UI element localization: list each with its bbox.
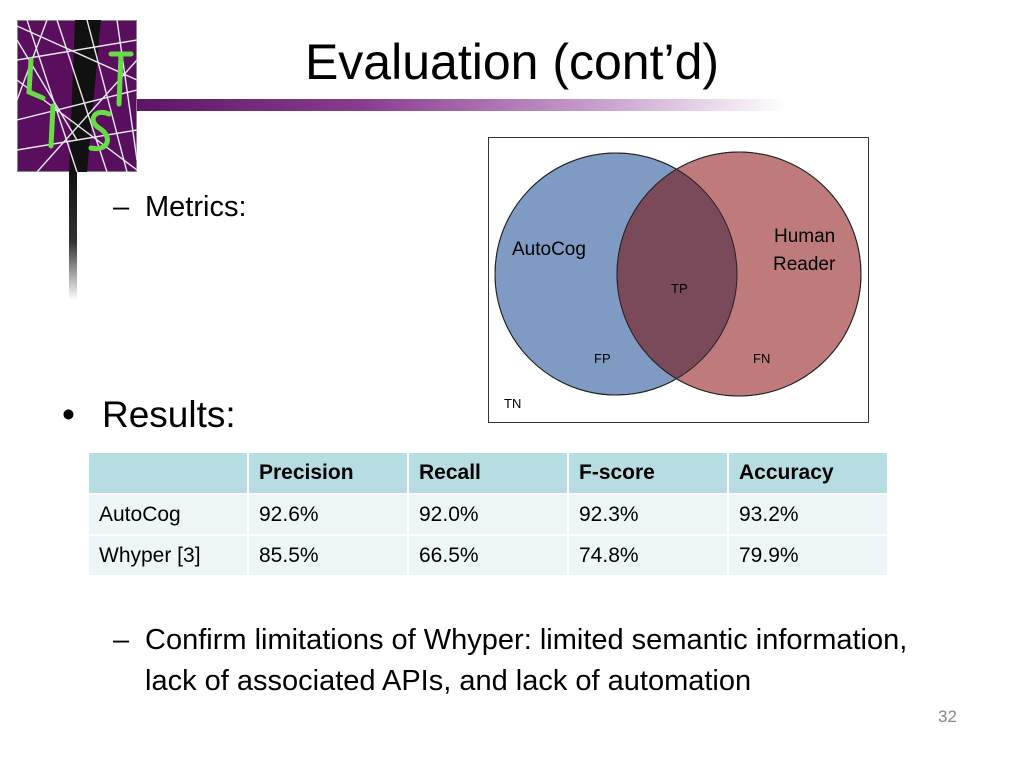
table-cell: 92.6%	[247, 493, 409, 536]
table-cell: 74.8%	[567, 534, 729, 577]
conclusion-text: Confirm limitations of Whyper: limited s…	[145, 624, 908, 697]
dash-marker: –	[113, 624, 130, 656]
conclusion-bullet: – Confirm limitations of Whyper: limited…	[113, 620, 913, 702]
reader-label: Reader	[773, 254, 836, 275]
header-cell: Recall	[407, 451, 569, 495]
tp-label: TP	[671, 281, 688, 296]
table-cell: 93.2%	[727, 493, 889, 536]
dash-marker: –	[113, 191, 130, 223]
table-cell: AutoCog	[87, 493, 249, 536]
logo-graphic	[16, 19, 138, 173]
table-cell: 85.5%	[247, 534, 409, 577]
bullet-marker: •	[62, 394, 75, 435]
venn-graphic	[494, 151, 862, 397]
table-cell: 79.9%	[727, 534, 889, 577]
results-label: Results:	[102, 394, 236, 435]
table-row: AutoCog 92.6% 92.0% 92.3% 93.2%	[87, 493, 889, 536]
table-cell: Whyper [3]	[87, 534, 249, 577]
metrics-bullet: – Metrics:	[113, 186, 247, 228]
header-cell	[87, 451, 249, 495]
human-label: Human	[774, 226, 836, 247]
table-cell: 92.3%	[567, 493, 729, 536]
table-header-row: Precision Recall F-score Accuracy	[87, 451, 889, 495]
table-cell: 66.5%	[407, 534, 569, 577]
autocog-label: AutoCog	[512, 239, 586, 260]
header-cell: F-score	[567, 451, 729, 495]
table-cell: 92.0%	[407, 493, 569, 536]
logo-divider-line	[69, 172, 77, 300]
metrics-label: Metrics:	[145, 191, 247, 223]
header-cell: Accuracy	[727, 451, 889, 495]
table-row: Whyper [3] 85.5% 66.5% 74.8% 79.9%	[87, 534, 889, 577]
slide-title: Evaluation (cont’d)	[304, 34, 720, 90]
fp-label: FP	[594, 351, 611, 366]
title-accent-bar	[137, 99, 787, 111]
tn-label: TN	[504, 396, 522, 411]
overlap-region	[617, 153, 737, 395]
fn-label: FN	[753, 351, 771, 366]
venn-diagram: AutoCog Human Reader TP FP FN TN	[488, 137, 869, 423]
list-logo	[16, 19, 138, 173]
results-bullet: • Results:	[62, 392, 236, 438]
header-cell: Precision	[247, 451, 409, 495]
page-number: 32	[938, 707, 957, 726]
results-table: Precision Recall F-score Accuracy AutoCo…	[87, 451, 889, 577]
